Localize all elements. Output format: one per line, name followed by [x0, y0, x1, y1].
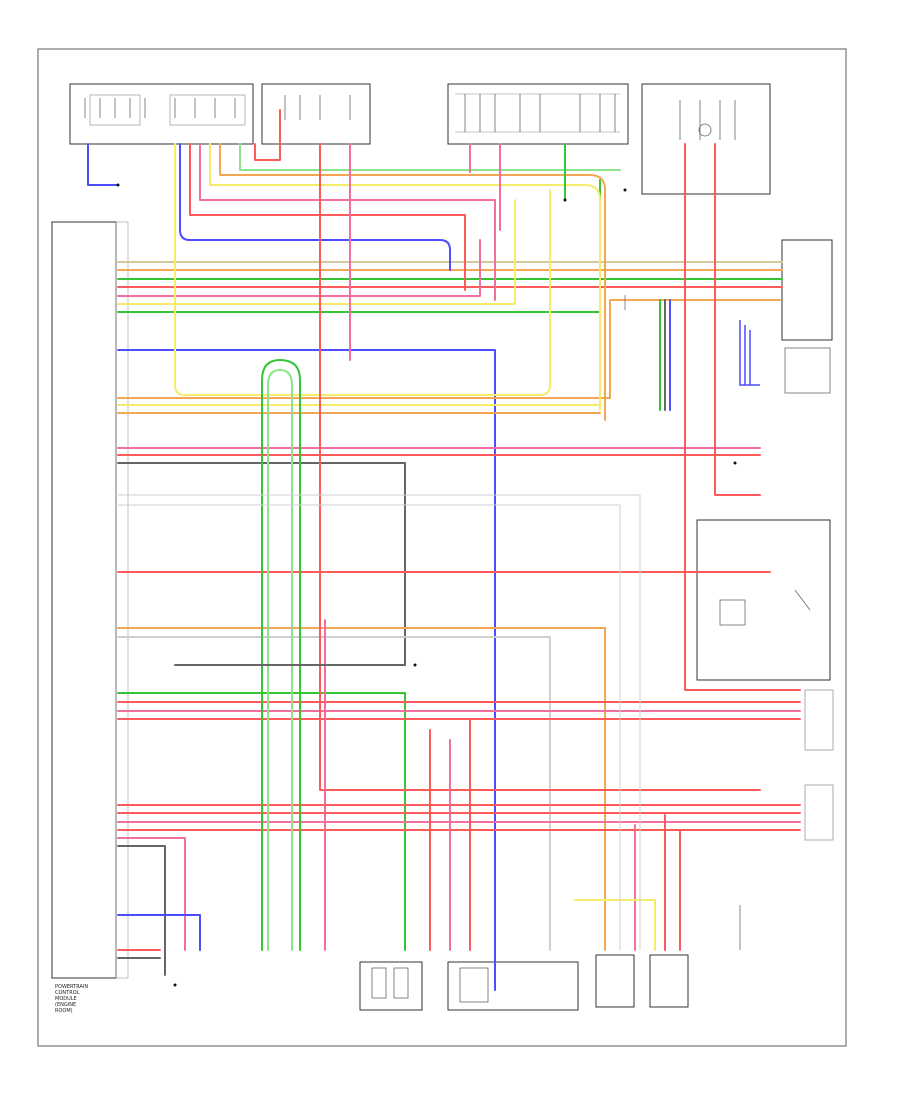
top-fuse-box-a	[261, 83, 371, 145]
ecm-label-line-5: ROOM)	[55, 1008, 73, 1014]
top-connector-left	[69, 83, 254, 145]
right-connector-bottom	[804, 689, 834, 841]
wire-group-horizontal	[117, 179, 801, 991]
top-instrument-cluster	[447, 83, 629, 145]
ecm-label: POWERTRAIN CONTROL MODULE (ENGINE ROOM)	[55, 984, 88, 1014]
wire-group-bottom	[174, 359, 681, 951]
bottom-block-sensor-b	[649, 954, 689, 1008]
ecm-label-line-3: MODULE	[55, 996, 77, 1002]
wire-group-vertical	[87, 109, 801, 791]
diagram-frame	[37, 48, 847, 1047]
ecm-box	[51, 221, 129, 979]
right-connector-top	[739, 239, 833, 394]
ecm-label-line-1: POWERTRAIN	[55, 984, 88, 990]
ground-symbols	[116, 183, 737, 987]
bottom-block-switch	[359, 961, 423, 1011]
top-fuse-box-b	[641, 83, 771, 195]
ecm-label-line-2: CONTROL	[55, 990, 80, 996]
wire-group-thin	[118, 295, 741, 950]
bottom-block-sensor-a	[595, 954, 635, 1008]
bottom-block-solenoid	[447, 961, 579, 1011]
ecm-label-line-4: (ENGINE	[55, 1002, 76, 1008]
right-sensor-mid	[696, 519, 831, 681]
top-text-block	[374, 84, 444, 134]
